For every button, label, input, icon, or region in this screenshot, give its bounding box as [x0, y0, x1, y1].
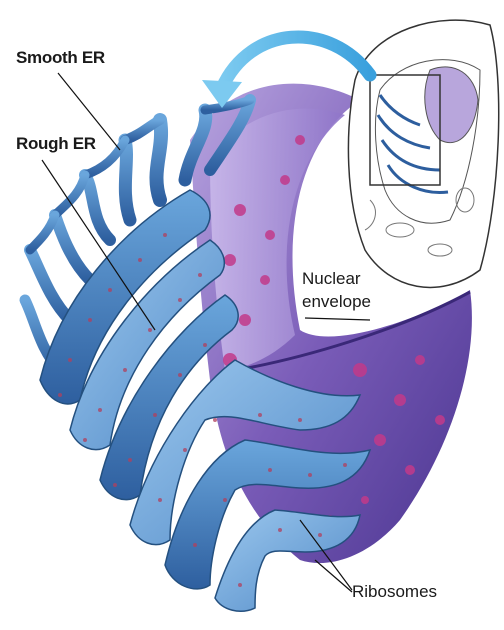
- label-nuclear-envelope-line1: Nuclear: [302, 269, 361, 289]
- label-ribosomes: Ribosomes: [352, 582, 437, 602]
- leader-nuclear-envelope: [305, 318, 370, 320]
- label-smooth-er: Smooth ER: [16, 48, 105, 68]
- label-nuclear-envelope-line2: envelope: [302, 292, 371, 312]
- cell-outline: [348, 20, 498, 287]
- label-rough-er: Rough ER: [16, 134, 96, 154]
- cell-inset: [348, 20, 498, 287]
